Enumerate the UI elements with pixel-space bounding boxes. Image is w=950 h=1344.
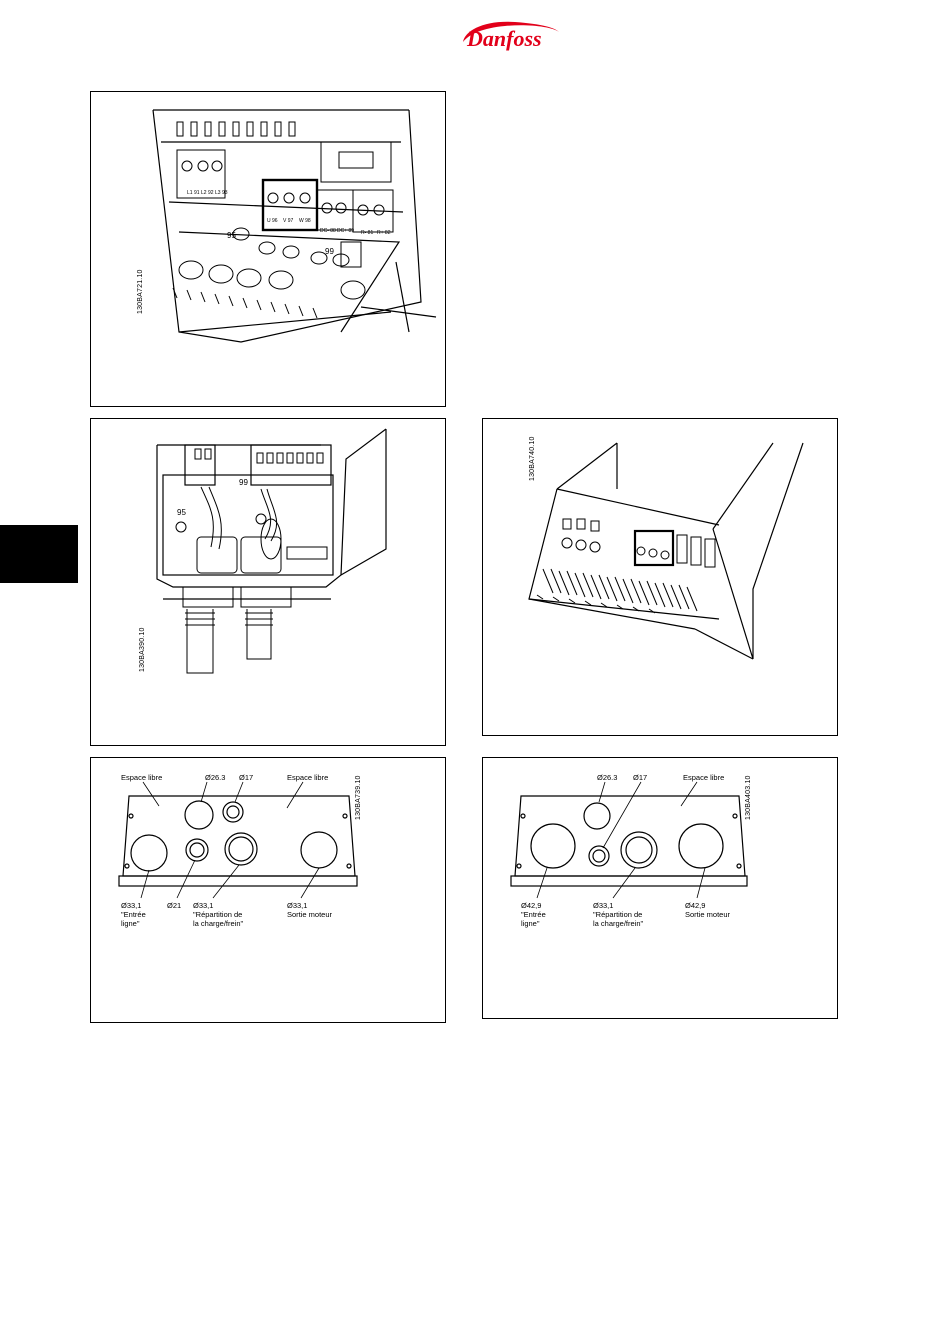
figure-gland-plate-large: 130BA403.10 Ø26.3 Ø17 Espace libre Ø42,9… [482, 757, 838, 1019]
label-repartition: Ø33,1 "Répartition de la charge/frein" [593, 901, 644, 928]
label-d17: Ø17 [633, 773, 648, 782]
label-sortie-moteur: Ø42,9 Sortie moteur [685, 901, 731, 919]
label-dc-plus: DC+ 89 [337, 228, 354, 234]
label-d21: Ø21 [167, 901, 182, 910]
ground-95: 95 [177, 508, 186, 517]
ground-99: 99 [325, 247, 334, 256]
label-l2: L2 92 [201, 190, 214, 196]
chapter-tab [0, 525, 78, 583]
gland-plate-drawing [118, 781, 358, 899]
label-u: U 96 [267, 218, 278, 224]
figure-large-unit: 130BA740.10 [482, 418, 838, 736]
label-r-minus: R- 81 [361, 230, 373, 236]
figure-cable-connection: 130BA390.10 [90, 418, 446, 746]
label-entree-ligne: Ø42,9 "Entrée ligne" [521, 901, 546, 928]
label-repartition: Ø33,1 "Répartition de la charge/frein" [193, 901, 244, 928]
label-sortie-moteur: Ø33,1 Sortie moteur [287, 901, 333, 919]
label-entree-ligne: Ø33,1 "Entrée ligne" [121, 901, 146, 928]
label-espace-libre-left: Espace libre [121, 773, 163, 782]
danfoss-logo: Danfoss [455, 12, 565, 56]
label-espace-libre: Espace libre [683, 773, 725, 782]
label-espace-libre-right: Espace libre [287, 773, 329, 782]
large-unit-drawing [528, 442, 804, 660]
label-l1: L1 91 [187, 190, 200, 196]
terminal-block-drawing: L1 91 L2 92 L3 93 U 96 V 97 W 98 DC- 88 … [152, 109, 437, 343]
cable-connection-drawing: 95 99 [156, 428, 387, 674]
label-d263: Ø26.3 [597, 773, 618, 782]
figure-gland-plate-small: 130BA739.10 Espace libre Ø26.3 Ø17 Espac… [90, 757, 446, 1023]
brand-wordmark: Danfoss [466, 26, 542, 51]
label-r-plus: R+ 82 [377, 230, 391, 236]
gland-plate-drawing [510, 781, 748, 899]
ground-99: 99 [239, 478, 248, 487]
label-d263: Ø26.3 [205, 773, 226, 782]
label-w: W 98 [299, 218, 311, 224]
label-d17: Ø17 [239, 773, 254, 782]
label-dc-minus: DC- 88 [320, 228, 336, 234]
label-l3: L3 93 [215, 190, 228, 196]
label-v: V 97 [283, 218, 294, 224]
ground-95: 95 [227, 231, 236, 240]
figure-terminals-closeup: 130BA721.10 [90, 91, 446, 407]
